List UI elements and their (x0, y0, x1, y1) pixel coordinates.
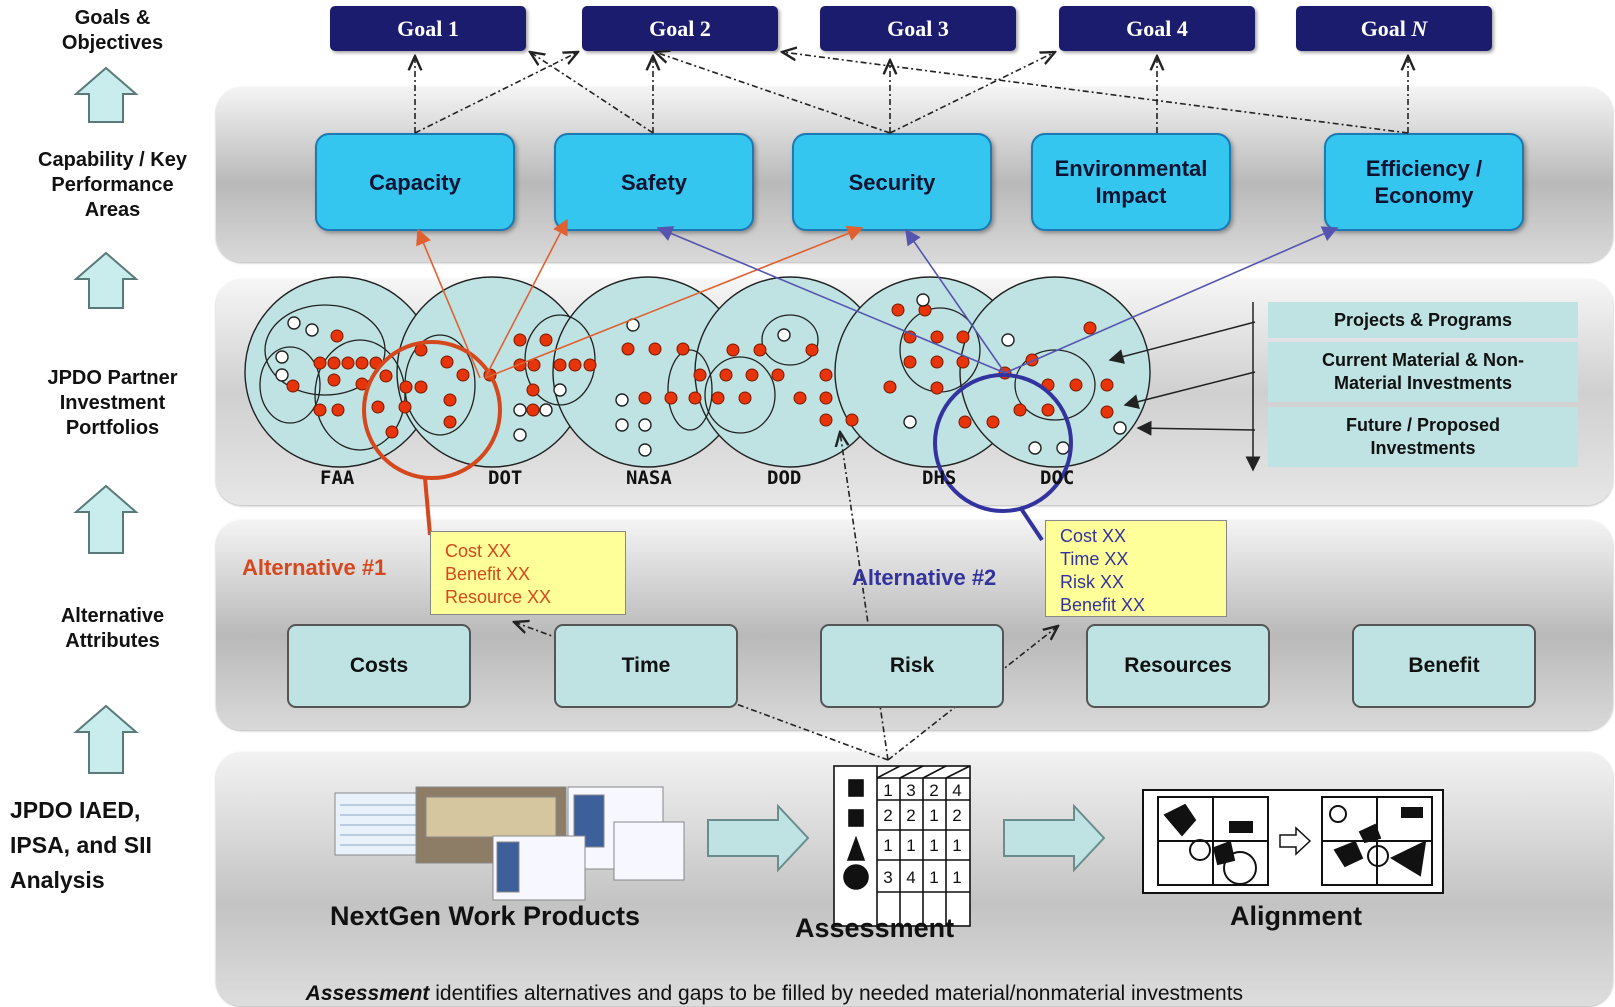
label-alternative-attributes: Alternative Attributes (60, 605, 165, 652)
note-line: Risk XX (1060, 572, 1125, 592)
assessment-cell: 2 (883, 806, 892, 825)
label-partner-portfolios: JPDO Partner Investment Portfolios (47, 367, 178, 439)
portfolio-label-dot: DOT (488, 467, 523, 489)
goal-3-box: Goal 3 (820, 6, 1016, 51)
assessment-cell: 1 (929, 806, 938, 825)
portfolio-label-faa: FAA (320, 467, 355, 489)
alternative-2-highlight (933, 373, 1073, 542)
kpa-capacity: Capacity (315, 133, 515, 231)
alternative-2-links (656, 226, 1339, 374)
goal-n-box: Goal N (1296, 6, 1492, 51)
note-line: Cost XX (445, 541, 512, 561)
alignment-graphic (1142, 789, 1444, 894)
assessment-cell: 1 (952, 836, 961, 855)
up-arrow-icon (73, 251, 139, 309)
label-capability-kpa: Capability / Key Performance Areas (38, 149, 187, 221)
legend-projects-programs: Projects & Programs (1268, 302, 1578, 338)
caption-alignment: Alignment (1230, 901, 1362, 931)
assessment-cell: 3 (906, 781, 915, 800)
assessment-cell: 3 (883, 868, 892, 887)
up-arrows (73, 66, 139, 774)
up-arrow-icon (73, 704, 139, 774)
footer-emphasis: Assessment (305, 982, 430, 1005)
future-investment-dots (275, 293, 1127, 457)
legend-current-investments: Current Material & Non- Material Investm… (1268, 342, 1578, 402)
alternative-2-label: Alternative #2 (852, 565, 997, 590)
assessment-table (833, 765, 971, 927)
note-line: Benefit XX (1060, 595, 1146, 615)
kpa-safety: Safety (554, 133, 754, 231)
alternative-1-highlight (362, 340, 502, 536)
note-line: Time XX (1060, 549, 1129, 569)
attribute-benefit: Benefit (1352, 624, 1536, 708)
current-investment-dots (286, 303, 1114, 439)
assessment-cell: 1 (883, 836, 892, 855)
assessment-cell: 4 (906, 868, 915, 887)
assessment-cell: 2 (906, 806, 915, 825)
process-arrows (707, 803, 1106, 873)
assessment-cell: 1 (929, 868, 938, 887)
portfolio-label-dhs: DHS (922, 467, 957, 489)
note-line: Benefit XX (445, 564, 531, 584)
assessment-cell: 1 (952, 868, 961, 887)
goal-1-box: Goal 1 (330, 6, 526, 51)
goal-links (415, 52, 1408, 134)
footer-text: identifies alternatives and gaps to be f… (429, 982, 1244, 1005)
attribute-costs: Costs (287, 624, 471, 708)
alternative-1-label: Alternative #1 (242, 555, 387, 580)
label-analysis: JPDO IAED, IPSA, and SII Analysis (10, 797, 152, 893)
right-arrow-icon (707, 803, 810, 873)
assessment-cell: 1 (929, 836, 938, 855)
alternative-2-note: Cost XX Time XX Risk XX Benefit XX (1045, 520, 1227, 617)
project-ovals (259, 304, 1096, 451)
alternative-1-note: Cost XX Benefit XX Resource XX (430, 531, 626, 615)
assessment-cell: 1 (883, 781, 892, 800)
up-arrow-icon (73, 66, 139, 123)
note-line: Resource XX (445, 587, 552, 607)
portfolio-label-nasa: NASA (626, 467, 672, 489)
caption-work-products: NextGen Work Products (330, 901, 641, 931)
kpa-environmental-impact: Environmental Impact (1031, 133, 1231, 231)
caption-assessment: Assessment (795, 913, 955, 943)
portfolio-label-dod: DOD (767, 467, 802, 489)
work-products-thumbnails (334, 786, 685, 901)
legend-pointers (1108, 302, 1261, 472)
note-line: Cost XX (1060, 526, 1127, 546)
assessment-cell: 4 (952, 781, 961, 800)
alternative-1-links (416, 218, 864, 379)
label-goals-objectives: Goals & Objectives (61, 7, 164, 54)
assessment-footer: Assessment identifies alternatives and g… (294, 958, 1243, 1006)
goal-2-box: Goal 2 (582, 6, 778, 51)
assessment-cell: 2 (952, 806, 961, 825)
legend-future-investments: Future / Proposed Investments (1268, 407, 1578, 467)
attribute-risk: Risk (820, 624, 1004, 708)
goal-4-box: Goal 4 (1059, 6, 1255, 51)
kpa-efficiency-economy: Efficiency / Economy (1324, 133, 1524, 231)
portfolio-label-doc: DOC (1040, 467, 1075, 489)
right-arrow-icon (1003, 803, 1106, 873)
assessment-cell: 2 (929, 781, 938, 800)
up-arrow-icon (73, 484, 139, 554)
assessment-cell: 1 (906, 836, 915, 855)
attribute-resources: Resources (1086, 624, 1270, 708)
kpa-security: Security (792, 133, 992, 231)
attribute-time: Time (554, 624, 738, 708)
